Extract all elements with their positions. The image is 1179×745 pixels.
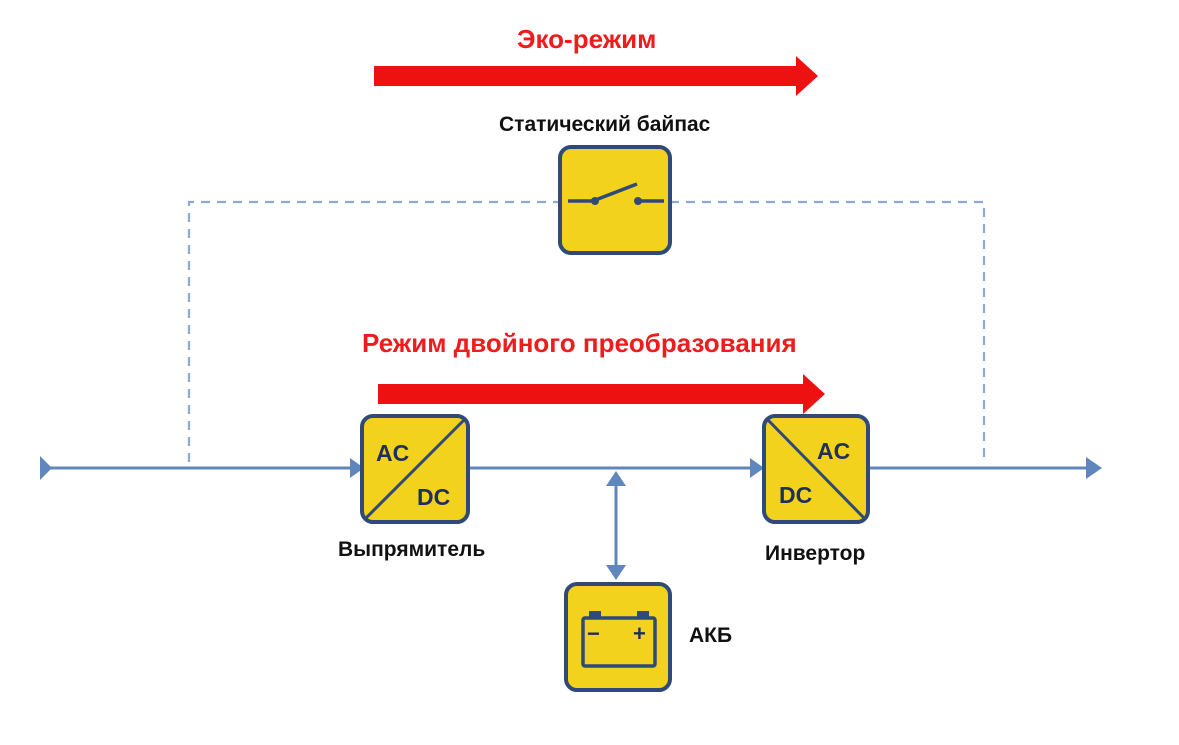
static-bypass-label: Статический байпас <box>499 113 711 136</box>
battery-plus-sign: + <box>633 621 646 646</box>
rectifier-label: Выпрямитель <box>338 538 486 561</box>
rectifier-ac-text: AC <box>376 440 409 466</box>
battery-minus-sign: − <box>587 621 600 646</box>
inverter-dc-text: DC <box>779 482 812 508</box>
double-conversion-label: Режим двойного преобразования <box>362 328 797 358</box>
inverter-box: AC DC <box>762 414 870 524</box>
battery-label: АКБ <box>689 624 733 647</box>
battery-link-arrow-down <box>606 565 626 580</box>
switch-icon <box>568 182 664 205</box>
inverter-diagonal <box>766 418 866 520</box>
battery-link-arrow-up <box>606 471 626 486</box>
inverter-arrowhead <box>750 458 764 478</box>
inverter-label: Инвертор <box>765 542 866 565</box>
bypass-dashed-line <box>187 200 986 462</box>
eco-mode-label: Эко-режим <box>517 24 657 54</box>
eco-mode-arrow <box>374 56 818 96</box>
inverter-ac-text: AC <box>817 438 850 464</box>
double-conversion-arrow <box>378 374 825 414</box>
rectifier-dc-text: DC <box>417 484 450 510</box>
input-arrowhead <box>350 458 364 478</box>
output-arrowhead <box>1086 457 1102 479</box>
battery-icon: − + <box>581 611 657 668</box>
battery-box: − + <box>564 582 672 692</box>
rectifier-box: AC DC <box>360 414 470 524</box>
static-bypass-box <box>558 145 672 255</box>
input-start-marker <box>40 456 52 480</box>
rectifier-diagonal <box>364 418 466 520</box>
